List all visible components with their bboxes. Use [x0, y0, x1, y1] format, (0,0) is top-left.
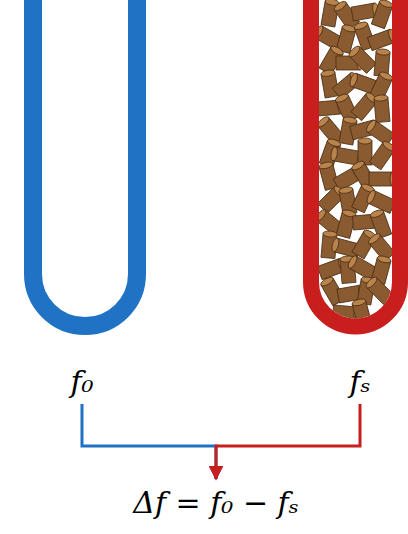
signal-connector — [82, 404, 216, 479]
math-text: fₛ — [349, 364, 370, 400]
sample-particles — [313, 0, 398, 327]
equation-label: Δf = f₀ − fₛ — [129, 483, 303, 523]
frequency-label: fₛ — [345, 362, 374, 402]
empty-tube — [33, 0, 137, 326]
signal-connector — [216, 404, 360, 479]
frequency-label: f₀ — [66, 362, 97, 402]
sample-tube — [311, 0, 400, 326]
math-text: f₀ — [70, 364, 93, 400]
math-text: Δf = f₀ − fₛ — [133, 485, 299, 521]
